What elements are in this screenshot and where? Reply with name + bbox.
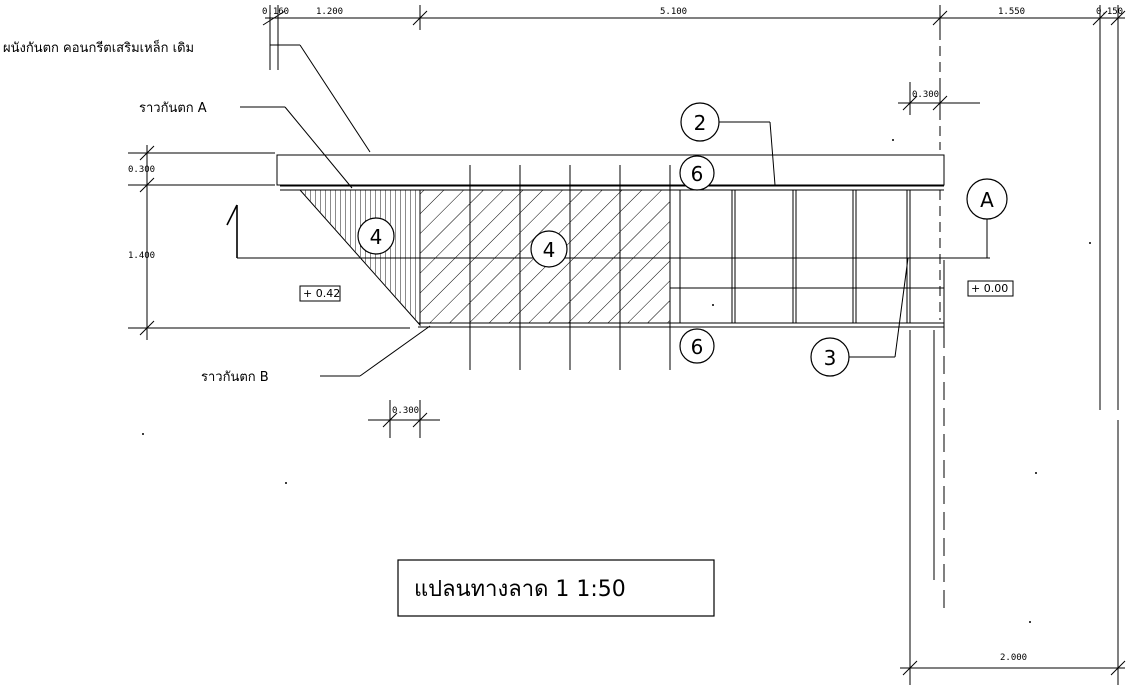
callout-4-left-text: 4 bbox=[370, 225, 383, 249]
dim-bottom-right bbox=[900, 420, 1126, 685]
callout-6-bottom bbox=[679, 328, 715, 364]
dim-bottom-2000: 2.000 bbox=[1000, 653, 1027, 663]
leader-callout-3-rise bbox=[894, 257, 909, 358]
callout-4-mid bbox=[530, 230, 568, 268]
dim-right-0300: 0.300 bbox=[912, 90, 939, 100]
level-left-text: + 0.42 bbox=[303, 287, 340, 300]
callout-3 bbox=[810, 337, 850, 377]
title-box bbox=[397, 559, 715, 617]
callout-6-top-text: 6 bbox=[691, 162, 704, 186]
drafting-specks bbox=[142, 139, 1091, 623]
leader-rail-b-diag bbox=[359, 325, 431, 377]
leader-callout-2-drop bbox=[769, 121, 776, 186]
callout-2-text: 2 bbox=[694, 111, 707, 135]
callout-2 bbox=[680, 102, 720, 142]
top-dimension-line bbox=[262, 5, 1126, 410]
label-rail-a: ราวกันตก A bbox=[139, 101, 207, 116]
callout-4-left bbox=[357, 217, 395, 255]
rail-a-top bbox=[280, 185, 944, 191]
callout-3-text: 3 bbox=[824, 346, 837, 370]
dim-top-0150: 0.150 bbox=[1096, 7, 1123, 17]
rail-b-bottom bbox=[418, 322, 944, 328]
callout-6-bottom-text: 6 bbox=[691, 335, 704, 359]
dim-bottom-0300: 0.300 bbox=[392, 406, 419, 416]
plan-title: แปลนทางลาด 1 1:50 bbox=[414, 577, 626, 602]
callout-6-top bbox=[679, 155, 715, 191]
dim-left-0300: 0.300 bbox=[128, 165, 155, 175]
callout-4-mid-text: 4 bbox=[543, 238, 556, 262]
section-marker-a-text: A bbox=[980, 188, 994, 212]
dim-top-1550: 1.550 bbox=[998, 7, 1025, 17]
level-box-left bbox=[299, 285, 341, 302]
ramp-grid-right bbox=[670, 190, 944, 323]
level-right-text: + 0.00 bbox=[971, 282, 1008, 295]
dim-right-small bbox=[898, 82, 980, 115]
post-lines bbox=[469, 165, 671, 370]
section-marker-a bbox=[966, 178, 1008, 220]
dim-top-1200: 1.200 bbox=[316, 7, 343, 17]
dim-left-1400: 1.400 bbox=[128, 251, 155, 261]
right-structure bbox=[909, 30, 945, 678]
dim-top-0160: 0.160 bbox=[262, 7, 289, 17]
concrete-wall bbox=[276, 154, 945, 186]
dim-top-5100: 5.100 bbox=[660, 7, 687, 17]
label-rail-b: ราวกันตก B bbox=[201, 370, 269, 385]
label-wall: ผนังกันตก คอนกรีตเสริมเหล็ก เดิม bbox=[3, 38, 194, 56]
dim-bottom-small bbox=[368, 400, 440, 438]
level-box-right bbox=[967, 280, 1014, 297]
leader-rail-a-diag bbox=[284, 106, 353, 189]
